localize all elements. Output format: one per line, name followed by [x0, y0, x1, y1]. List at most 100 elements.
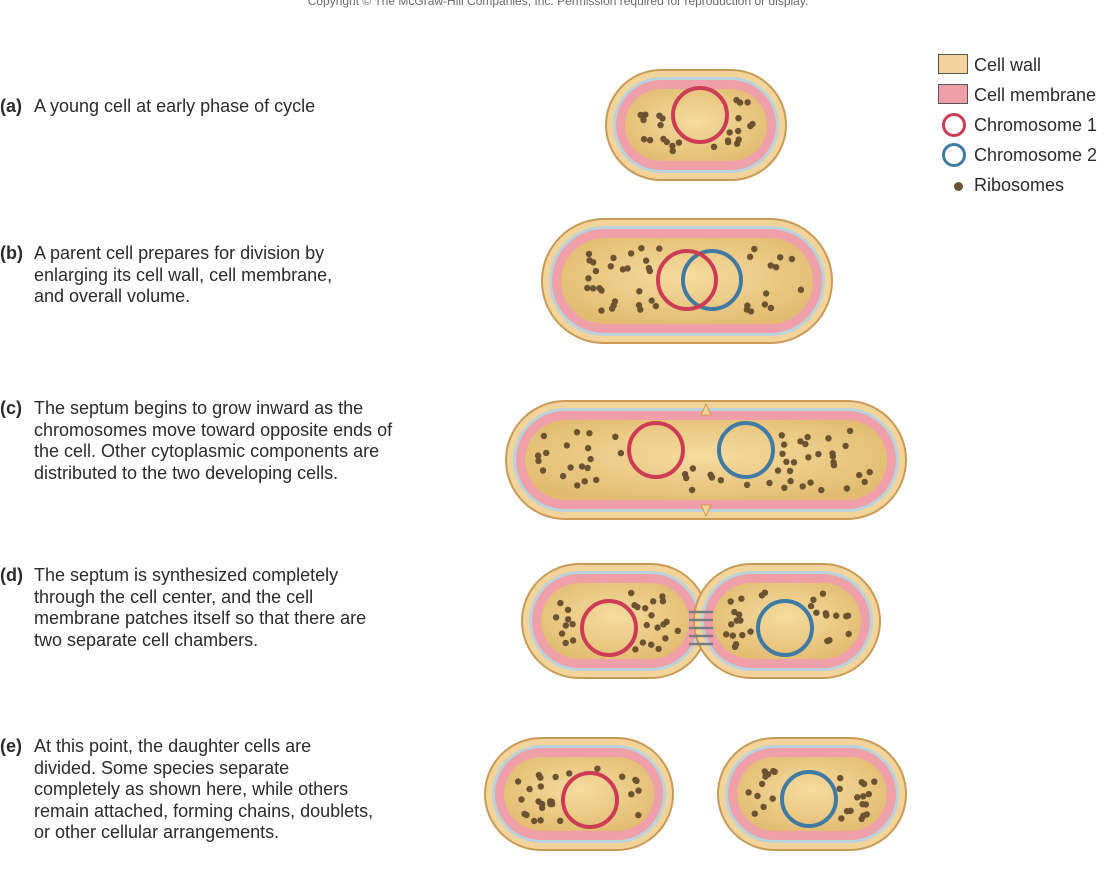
ribosome	[640, 116, 647, 124]
ribosome	[749, 120, 756, 128]
ribosome	[779, 450, 786, 457]
ribosome	[824, 637, 831, 645]
step-text: A parent cell prepares for division by e…	[34, 243, 333, 306]
cell-c	[505, 400, 907, 520]
cell-d-right	[693, 563, 881, 679]
ribosome	[659, 115, 666, 122]
ribosome	[632, 646, 639, 653]
ribosome	[767, 304, 775, 312]
ribosome	[745, 789, 752, 796]
ribosome	[788, 255, 796, 263]
ribosome	[586, 257, 593, 264]
ribosome	[707, 471, 714, 478]
ribosome	[660, 621, 667, 628]
step-c: (c) The septum begins to grow inward as …	[0, 398, 420, 484]
ribosome	[761, 301, 769, 308]
ribosome	[643, 621, 650, 629]
ribosome	[739, 631, 746, 639]
ribosome	[833, 612, 840, 619]
ribosome	[598, 307, 605, 314]
ribosome	[552, 773, 559, 781]
ribosome	[787, 477, 794, 485]
ribosome	[825, 435, 832, 442]
ribosome	[547, 800, 554, 808]
ribosome	[822, 610, 829, 617]
cell-e-left	[484, 737, 674, 851]
legend: Cell wall Cell membrane Chromosome 1 Chr…	[938, 52, 1116, 202]
ribosome	[728, 621, 735, 628]
ribosome	[838, 815, 845, 822]
ribosome	[635, 787, 642, 794]
ribosome	[534, 452, 542, 459]
step-text: The septum begins to grow inward as the …	[34, 398, 393, 483]
ribosome	[726, 129, 733, 136]
ribosome	[797, 438, 804, 445]
ribosome	[540, 432, 548, 440]
chromosome-1	[561, 771, 619, 829]
ribosome	[781, 484, 788, 491]
ribosome	[585, 250, 593, 258]
ribosome	[723, 631, 730, 638]
cytoplasm	[713, 583, 861, 659]
step-label: (e)	[0, 736, 22, 756]
ribosome	[628, 589, 635, 597]
ribosome	[518, 796, 525, 803]
ribosome	[648, 297, 655, 304]
cell-b	[541, 218, 833, 344]
cytoplasm	[525, 420, 887, 500]
ribosome	[777, 254, 784, 261]
ribosome	[843, 485, 851, 492]
ribosome	[584, 444, 592, 452]
copyright-notice: Copyright © The McGraw-Hill Companies, I…	[307, 0, 809, 8]
ribosome	[659, 593, 666, 600]
legend-label: Chromosome 1	[974, 115, 1098, 135]
ribosome	[751, 810, 758, 817]
ribosome	[830, 462, 838, 469]
ribosome	[805, 454, 812, 461]
ribosome	[573, 429, 581, 436]
ribosome	[846, 427, 854, 435]
ribosome	[557, 817, 564, 824]
ribosome	[819, 590, 827, 597]
chromosome-2	[681, 249, 743, 311]
cytoplasm	[625, 89, 767, 161]
ribosome	[557, 599, 564, 607]
chromosome-2	[756, 599, 814, 657]
step-b: (b) A parent cell prepares for division …	[0, 243, 420, 308]
chromosome-2	[717, 421, 775, 479]
ribosome	[866, 468, 873, 476]
ribosome	[584, 284, 591, 292]
ribosome	[585, 275, 592, 282]
ribosome	[815, 450, 822, 458]
ribosome	[617, 449, 625, 457]
ribosome	[624, 265, 631, 272]
ribosome	[845, 630, 852, 638]
ribosome	[747, 308, 755, 315]
ribosome	[762, 290, 770, 297]
ribosome	[610, 254, 617, 262]
ribosome	[683, 474, 690, 482]
chromosome-2-ring-icon	[942, 143, 966, 167]
cell-d-left	[521, 563, 709, 679]
ribosome	[772, 264, 780, 271]
legend-item-cell-wall: Cell wall	[938, 52, 1116, 82]
ribosome	[659, 598, 667, 605]
ribosome	[563, 442, 571, 449]
ribosome	[655, 645, 662, 653]
ribosome	[717, 477, 725, 484]
ribosome	[581, 478, 588, 485]
ribosome	[635, 302, 643, 309]
ribosome	[865, 790, 872, 798]
ribosome	[758, 780, 766, 788]
ribosome	[662, 635, 669, 642]
step-text: The septum is synthesized completely thr…	[34, 565, 367, 650]
step-a: (a) A young cell at early phase of cycle	[0, 96, 420, 118]
ribosome	[813, 609, 820, 616]
ribosome	[669, 147, 676, 155]
ribosome	[802, 440, 809, 448]
ribosome	[619, 773, 626, 780]
ribosome	[829, 453, 837, 460]
ribosome	[650, 598, 657, 605]
legend-item-cell-membrane: Cell membrane	[938, 82, 1116, 112]
ribosome	[744, 99, 751, 106]
